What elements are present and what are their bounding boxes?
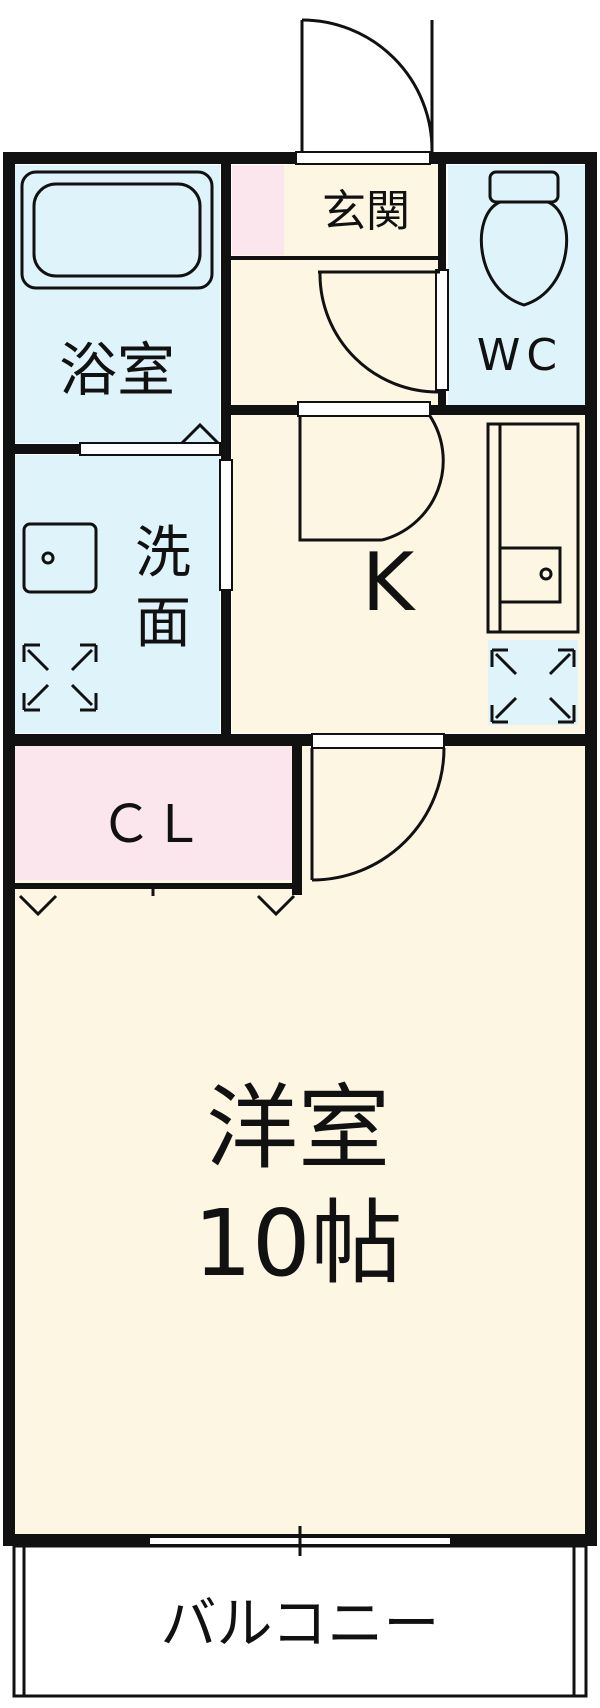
balcony-label: バルコニー [161,1592,440,1657]
western-room-size: 10帖 [193,1190,402,1297]
toilet-area [448,165,586,405]
western-room-label: 洋室 [206,1075,390,1182]
door-swing-icon [318,272,439,394]
room-fills [14,165,586,1535]
closet-area-front [14,745,292,880]
balcony [12,1526,588,1698]
kitchen-sink-icon [486,422,580,634]
washroom-label-line2: 面 [135,591,191,656]
bath-area [14,165,220,443]
hall-area [232,255,442,405]
closet-label: ＣＬ [100,795,204,855]
entrance-small-pink [232,165,284,255]
refrigerator-icon [490,648,576,724]
sink-icon [22,522,98,594]
washing-machine-icon [22,643,98,712]
entrance-label: 玄関 [322,186,410,237]
washroom-label-line1: 洗 [135,521,191,586]
toilet-icon [479,170,569,307]
room-labels: 浴室 洗 面 玄関 WC K ＣＬ 洋室 10帖 バルコニー [59,186,563,1657]
bath-label: 浴室 [59,336,175,404]
kitchen-label: K [362,536,417,629]
closet-markers [18,894,296,917]
interior-doors [151,270,446,896]
toilet-label: WC [477,330,563,381]
entrance-door [300,18,434,152]
entrance-area [284,165,442,255]
bathtub-icon [20,170,220,445]
door-openings [79,151,449,749]
